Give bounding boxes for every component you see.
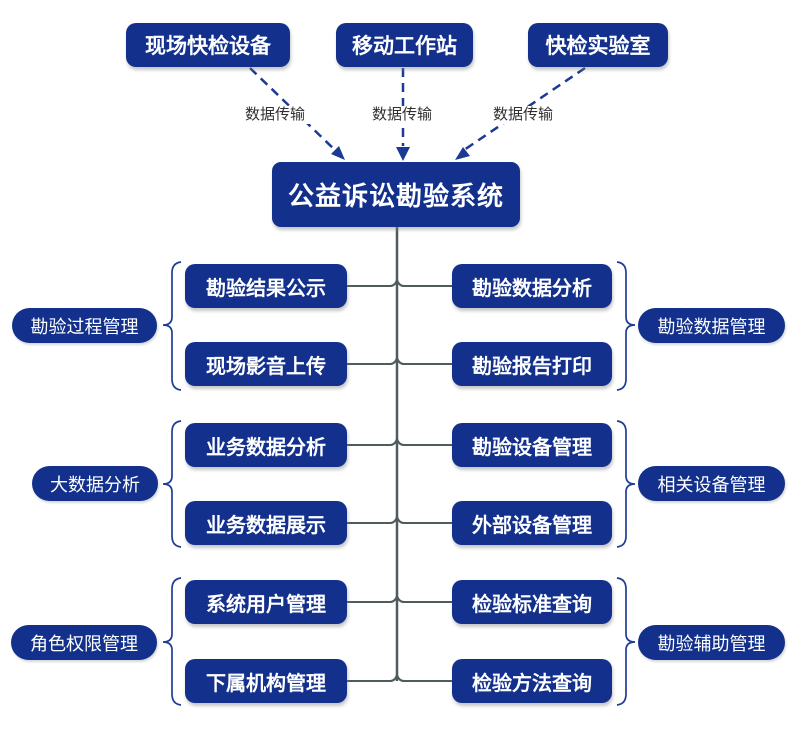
arrowheads [331,146,470,161]
brace-left-1 [162,261,182,391]
source-node-rapid-lab: 快检实验室 [528,23,668,67]
branch-connectors [347,279,452,682]
category-pill-data-mgmt: 勘验数据管理 [638,308,785,343]
arrowhead-right-icon [455,147,470,160]
branch-node-business-data-display: 业务数据展示 [185,501,347,545]
branch-node-media-upload: 现场影音上传 [185,342,347,386]
transfer-label-middle: 数据传输 [367,106,437,124]
branch-node-inspection-data-analysis: 勘验数据分析 [452,264,612,308]
branch-node-report-printing: 勘验报告打印 [452,342,612,386]
category-pill-auxiliary-mgmt: 勘验辅助管理 [638,625,785,660]
source-node-field-equipment: 现场快检设备 [126,23,290,67]
category-pill-process-mgmt: 勘验过程管理 [12,308,157,343]
branch-node-method-query: 检验方法查询 [452,659,612,703]
category-pill-big-data: 大数据分析 [32,466,158,501]
transfer-label-left: 数据传输 [240,106,310,124]
branch-node-result-publicity: 勘验结果公示 [185,264,347,308]
branch-node-external-device-mgmt: 外部设备管理 [452,501,612,545]
arrow-line-left [249,67,337,152]
transfer-label-right: 数据传输 [488,106,558,124]
brace-right-1 [616,261,636,391]
central-system-node: 公益诉讼勘验系统 [272,162,520,227]
brace-right-3 [616,577,636,706]
arrowhead-left-icon [331,146,345,160]
branch-node-subordinate-org-mgmt: 下属机构管理 [185,659,347,703]
branch-node-inspection-device-mgmt: 勘验设备管理 [452,423,612,467]
category-pill-role-permission: 角色权限管理 [11,625,157,660]
brace-right-2 [616,420,636,548]
arrowhead-middle-icon [396,147,410,161]
branch-node-business-data-analysis: 业务数据分析 [185,423,347,467]
group-braces [162,261,636,706]
brace-left-2 [162,420,182,548]
branch-node-system-user-mgmt: 系统用户管理 [185,580,347,624]
source-node-mobile-workstation: 移动工作站 [336,23,473,67]
branch-node-standard-query: 检验标准查询 [452,580,612,624]
brace-left-3 [162,577,182,706]
arrow-line-right [463,66,586,152]
category-pill-device-mgmt: 相关设备管理 [638,466,785,501]
